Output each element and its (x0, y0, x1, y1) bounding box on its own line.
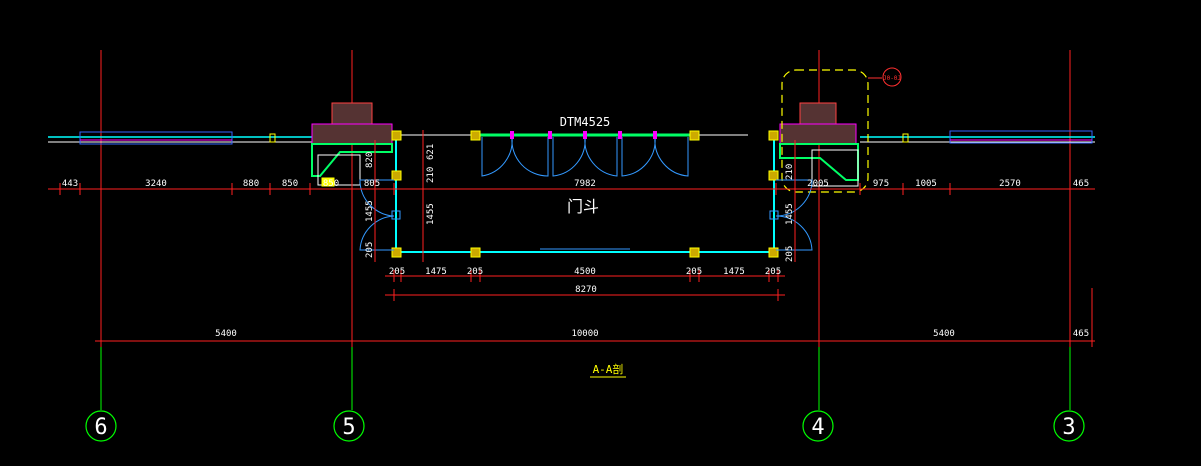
dim-row-top (48, 183, 1095, 195)
dim-vertical-right-labels: 210 1455 205 (785, 164, 795, 262)
vestibule-columns (391, 130, 779, 258)
dim-vertical-left (374, 130, 424, 262)
dim-top-1: 3240 (145, 179, 167, 189)
dim-top-0: 443 (62, 179, 78, 189)
door-swings-side (359, 179, 813, 251)
dim-row-mid-labels: 205 1475 205 4500 205 1475 205 8270 (389, 267, 781, 295)
facade-wall-right (860, 130, 1095, 144)
callout-tag: J0-0J (883, 75, 901, 82)
facade-wall-left (48, 131, 312, 145)
axis-label-6: 6 (94, 415, 107, 440)
axis-label-4: 4 (811, 415, 824, 440)
dim-liv-1: 621 (426, 144, 436, 160)
dim-liv-3: 1455 (426, 203, 436, 225)
dim-bottom-1: 10000 (571, 329, 598, 339)
dim-mid-5: 1475 (723, 267, 745, 277)
section-title-text: A-A剖 (593, 362, 624, 376)
dim-row-top-labels: 443 3240 880 850 850 805 7982 2005 975 1… (62, 179, 1089, 189)
dim-liv-2: 210 (426, 167, 436, 183)
dim-bottom-0: 5400 (215, 329, 237, 339)
dim-mid-0: 205 (389, 267, 405, 277)
dim-top-5: 805 (364, 179, 380, 189)
axis-label-5: 5 (342, 415, 355, 440)
axis-bubble-4: 4 (802, 410, 834, 442)
dim-top-6: 7982 (574, 179, 596, 189)
dim-mid-6: 205 (765, 267, 781, 277)
dim-row-bottom-labels: 5400 10000 5400 465 (215, 329, 1089, 339)
dim-total-inner: 8270 (575, 285, 597, 295)
dim-top-8: 975 (873, 179, 889, 189)
axis-label-3: 3 (1062, 415, 1075, 440)
dim-top-4: 850 (323, 179, 339, 189)
dim-top-11: 465 (1073, 179, 1089, 189)
dim-bottom-2: 5400 (933, 329, 955, 339)
dim-top-7: 2005 (807, 179, 829, 189)
axis-bubble-5: 5 (333, 410, 365, 442)
dim-mid-2: 205 (467, 267, 483, 277)
dim-row-bottom (95, 288, 1095, 347)
axis-bubble-3: 3 (1053, 410, 1085, 442)
room-label: 门斗 (567, 197, 599, 216)
dim-top-10: 2570 (999, 179, 1021, 189)
dim-mid-4: 205 (686, 267, 702, 277)
dim-top-2: 880 (243, 179, 259, 189)
dim-top-3: 850 (282, 179, 298, 189)
dim-bottom-3: 465 (1073, 329, 1089, 339)
dim-rv-0: 210 (785, 164, 795, 180)
dim-mid-1: 1475 (425, 267, 447, 277)
detail-callout: J0-0J (781, 67, 902, 193)
dim-lv-0: 205 (365, 242, 375, 258)
section-title: A-A剖 (590, 362, 626, 378)
dim-row-mid (385, 270, 785, 301)
door-swings-top (481, 136, 689, 177)
door-tag: DTM4525 (560, 115, 611, 129)
axis-bubble-6: 6 (85, 410, 117, 442)
dim-rv-1: 1455 (785, 203, 795, 225)
dim-lv-1: 820 (365, 152, 375, 168)
dim-lv-2: 1455 (365, 200, 375, 222)
dim-vertical-left-labels: 205 820 1455 621 210 1455 (365, 144, 436, 258)
door-hinges-top (510, 131, 657, 139)
dim-mid-3: 4500 (574, 267, 596, 277)
dim-rv-2: 205 (785, 246, 795, 262)
right-pier (779, 102, 859, 187)
dim-top-9: 1005 (915, 179, 937, 189)
